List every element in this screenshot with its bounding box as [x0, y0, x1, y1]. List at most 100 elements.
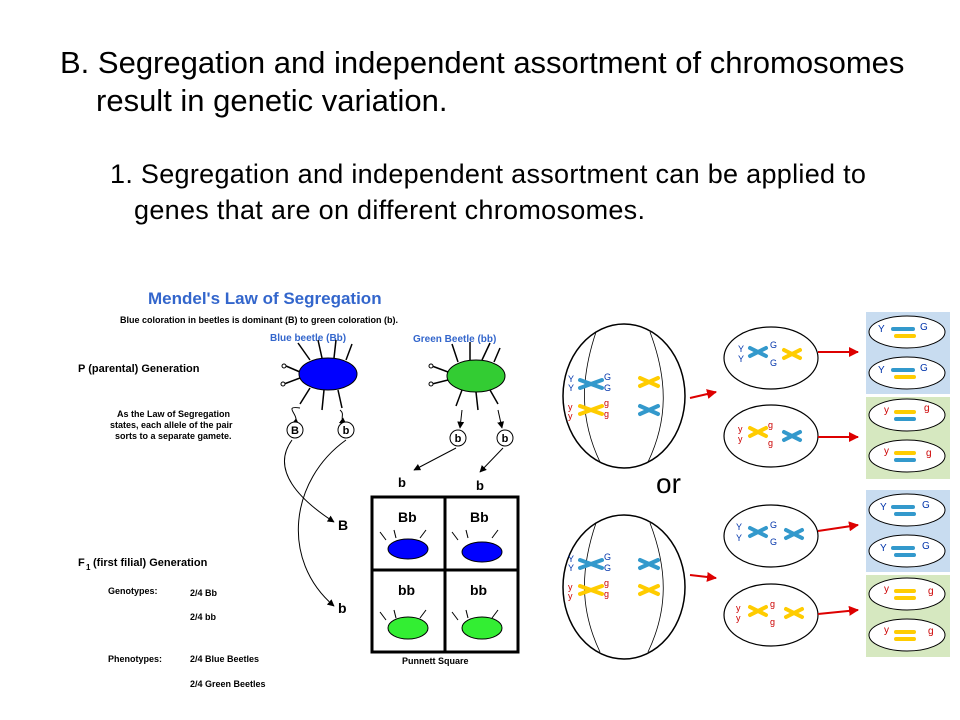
svg-text:G: G [770, 358, 777, 368]
gamete-B: B [286, 421, 304, 439]
svg-text:g: g [926, 448, 932, 459]
punnett-square: Bb Bb bb bb Punnett Square [370, 495, 520, 666]
svg-text:y: y [884, 405, 889, 416]
svg-text:G: G [604, 383, 611, 393]
svg-text:G: G [920, 322, 928, 333]
slide-heading: B. Segregation and independent assortmen… [60, 45, 905, 118]
svg-text:g: g [928, 626, 934, 637]
svg-text:b: b [502, 433, 509, 445]
gamete-b-1: b [337, 421, 355, 439]
svg-text:G: G [770, 340, 777, 350]
svg-text:y: y [884, 625, 889, 636]
svg-text:Y: Y [878, 324, 885, 335]
genotypes-label: Genotypes: [108, 586, 158, 596]
genotype-2: 2/4 bb [190, 612, 217, 622]
punnett-label: Punnett Square [402, 656, 469, 666]
phenotype-2: 2/4 Green Beetles [190, 679, 266, 689]
svg-text:y: y [738, 434, 743, 444]
svg-text:Y: Y [880, 502, 887, 513]
svg-text:g: g [928, 586, 934, 597]
svg-text:y: y [736, 603, 741, 613]
punnett-cell-1: Bb [398, 509, 417, 525]
svg-text:G: G [604, 372, 611, 382]
svg-text:y: y [736, 613, 741, 623]
svg-text:b: b [455, 433, 462, 445]
punnett-side-b: b [338, 600, 347, 616]
punnett-top-b-1: b [398, 475, 406, 490]
gamete-b-2: b [449, 429, 467, 447]
svg-text:y: y [884, 584, 889, 595]
parent-cell-top: Y Y G G y y g g [562, 323, 686, 469]
green-beetle-icon [428, 342, 506, 411]
svg-text:b: b [343, 425, 350, 437]
f1-generation-label: (first filial) Generation [93, 557, 208, 569]
law-note-1: As the Law of Segregation [117, 409, 230, 419]
svg-text:y: y [884, 446, 889, 457]
svg-text:B: B [291, 425, 299, 437]
punnett-blue-beetle-2 [461, 541, 503, 563]
svg-text:g: g [768, 420, 773, 430]
daughter-cell-4: y y g g [723, 583, 819, 647]
svg-text:Y: Y [736, 522, 742, 532]
f1-subscript: 1 [86, 563, 91, 572]
punnett-cell-4: bb [470, 582, 487, 598]
mendel-diagram: Mendel's Law of Segregation Blue colorat… [78, 289, 520, 689]
svg-text:y: y [568, 402, 573, 412]
phenotype-1: 2/4 Blue Beetles [190, 654, 259, 664]
blue-beetle-label: Blue beetle (Bb) [270, 333, 346, 344]
svg-text:g: g [604, 578, 609, 588]
svg-text:G: G [604, 552, 611, 562]
svg-text:g: g [768, 438, 773, 448]
svg-text:g: g [770, 599, 775, 609]
svg-text:g: g [604, 398, 609, 408]
daughter-cell-2: y y g g [723, 404, 819, 468]
svg-text:g: g [924, 403, 930, 414]
punnett-cell-3: bb [398, 582, 415, 598]
f1-prefix: F [78, 557, 85, 569]
phenotypes-label: Phenotypes: [108, 654, 162, 664]
parent-cell-bottom: Y Y G G y y g g [562, 514, 686, 660]
blue-beetle-icon [280, 339, 358, 411]
punnett-top-b-2: b [476, 478, 484, 493]
svg-text:G: G [770, 537, 777, 547]
svg-text:Y: Y [736, 533, 742, 543]
punnett-side-B: B [338, 517, 348, 533]
mendel-subtitle: Blue coloration in beetles is dominant (… [120, 315, 398, 325]
daughter-cell-1: Y Y G G [723, 326, 819, 390]
svg-text:y: y [568, 411, 573, 421]
svg-text:y: y [568, 591, 573, 601]
slide-point: 1. Segregation and independent assortmen… [110, 159, 867, 225]
svg-text:Y: Y [738, 344, 744, 354]
punnett-green-beetle-1 [387, 616, 429, 640]
or-label: or [656, 468, 681, 499]
svg-text:G: G [604, 563, 611, 573]
punnett-blue-beetle-1 [387, 538, 429, 560]
gamete-b-3: b [496, 429, 514, 447]
svg-text:y: y [738, 424, 743, 434]
mendel-title: Mendel's Law of Segregation [148, 289, 382, 308]
law-note-2: states, each allele of the pair [110, 420, 233, 430]
svg-text:Y: Y [568, 563, 574, 573]
punnett-cell-2: Bb [470, 509, 489, 525]
svg-text:G: G [922, 541, 930, 552]
svg-text:Y: Y [738, 354, 744, 364]
punnett-green-beetle-2 [461, 616, 503, 640]
svg-text:Y: Y [568, 374, 574, 384]
genotype-1: 2/4 Bb [190, 588, 218, 598]
green-beetle-label: Green Beetle (bb) [413, 334, 496, 345]
law-note-3: sorts to a separate gamete. [115, 431, 232, 441]
p-generation-label: P (parental) Generation [78, 363, 200, 375]
svg-text:G: G [770, 520, 777, 530]
daughter-cell-3: Y Y G G [723, 504, 819, 568]
svg-text:Y: Y [878, 365, 885, 376]
svg-text:G: G [922, 500, 930, 511]
svg-text:Y: Y [880, 543, 887, 554]
svg-text:Y: Y [568, 383, 574, 393]
svg-text:g: g [604, 589, 609, 599]
svg-text:g: g [770, 617, 775, 627]
assortment-diagram: Y Y G G y y g g Y [562, 312, 950, 660]
svg-text:G: G [920, 363, 928, 374]
svg-text:y: y [568, 582, 573, 592]
